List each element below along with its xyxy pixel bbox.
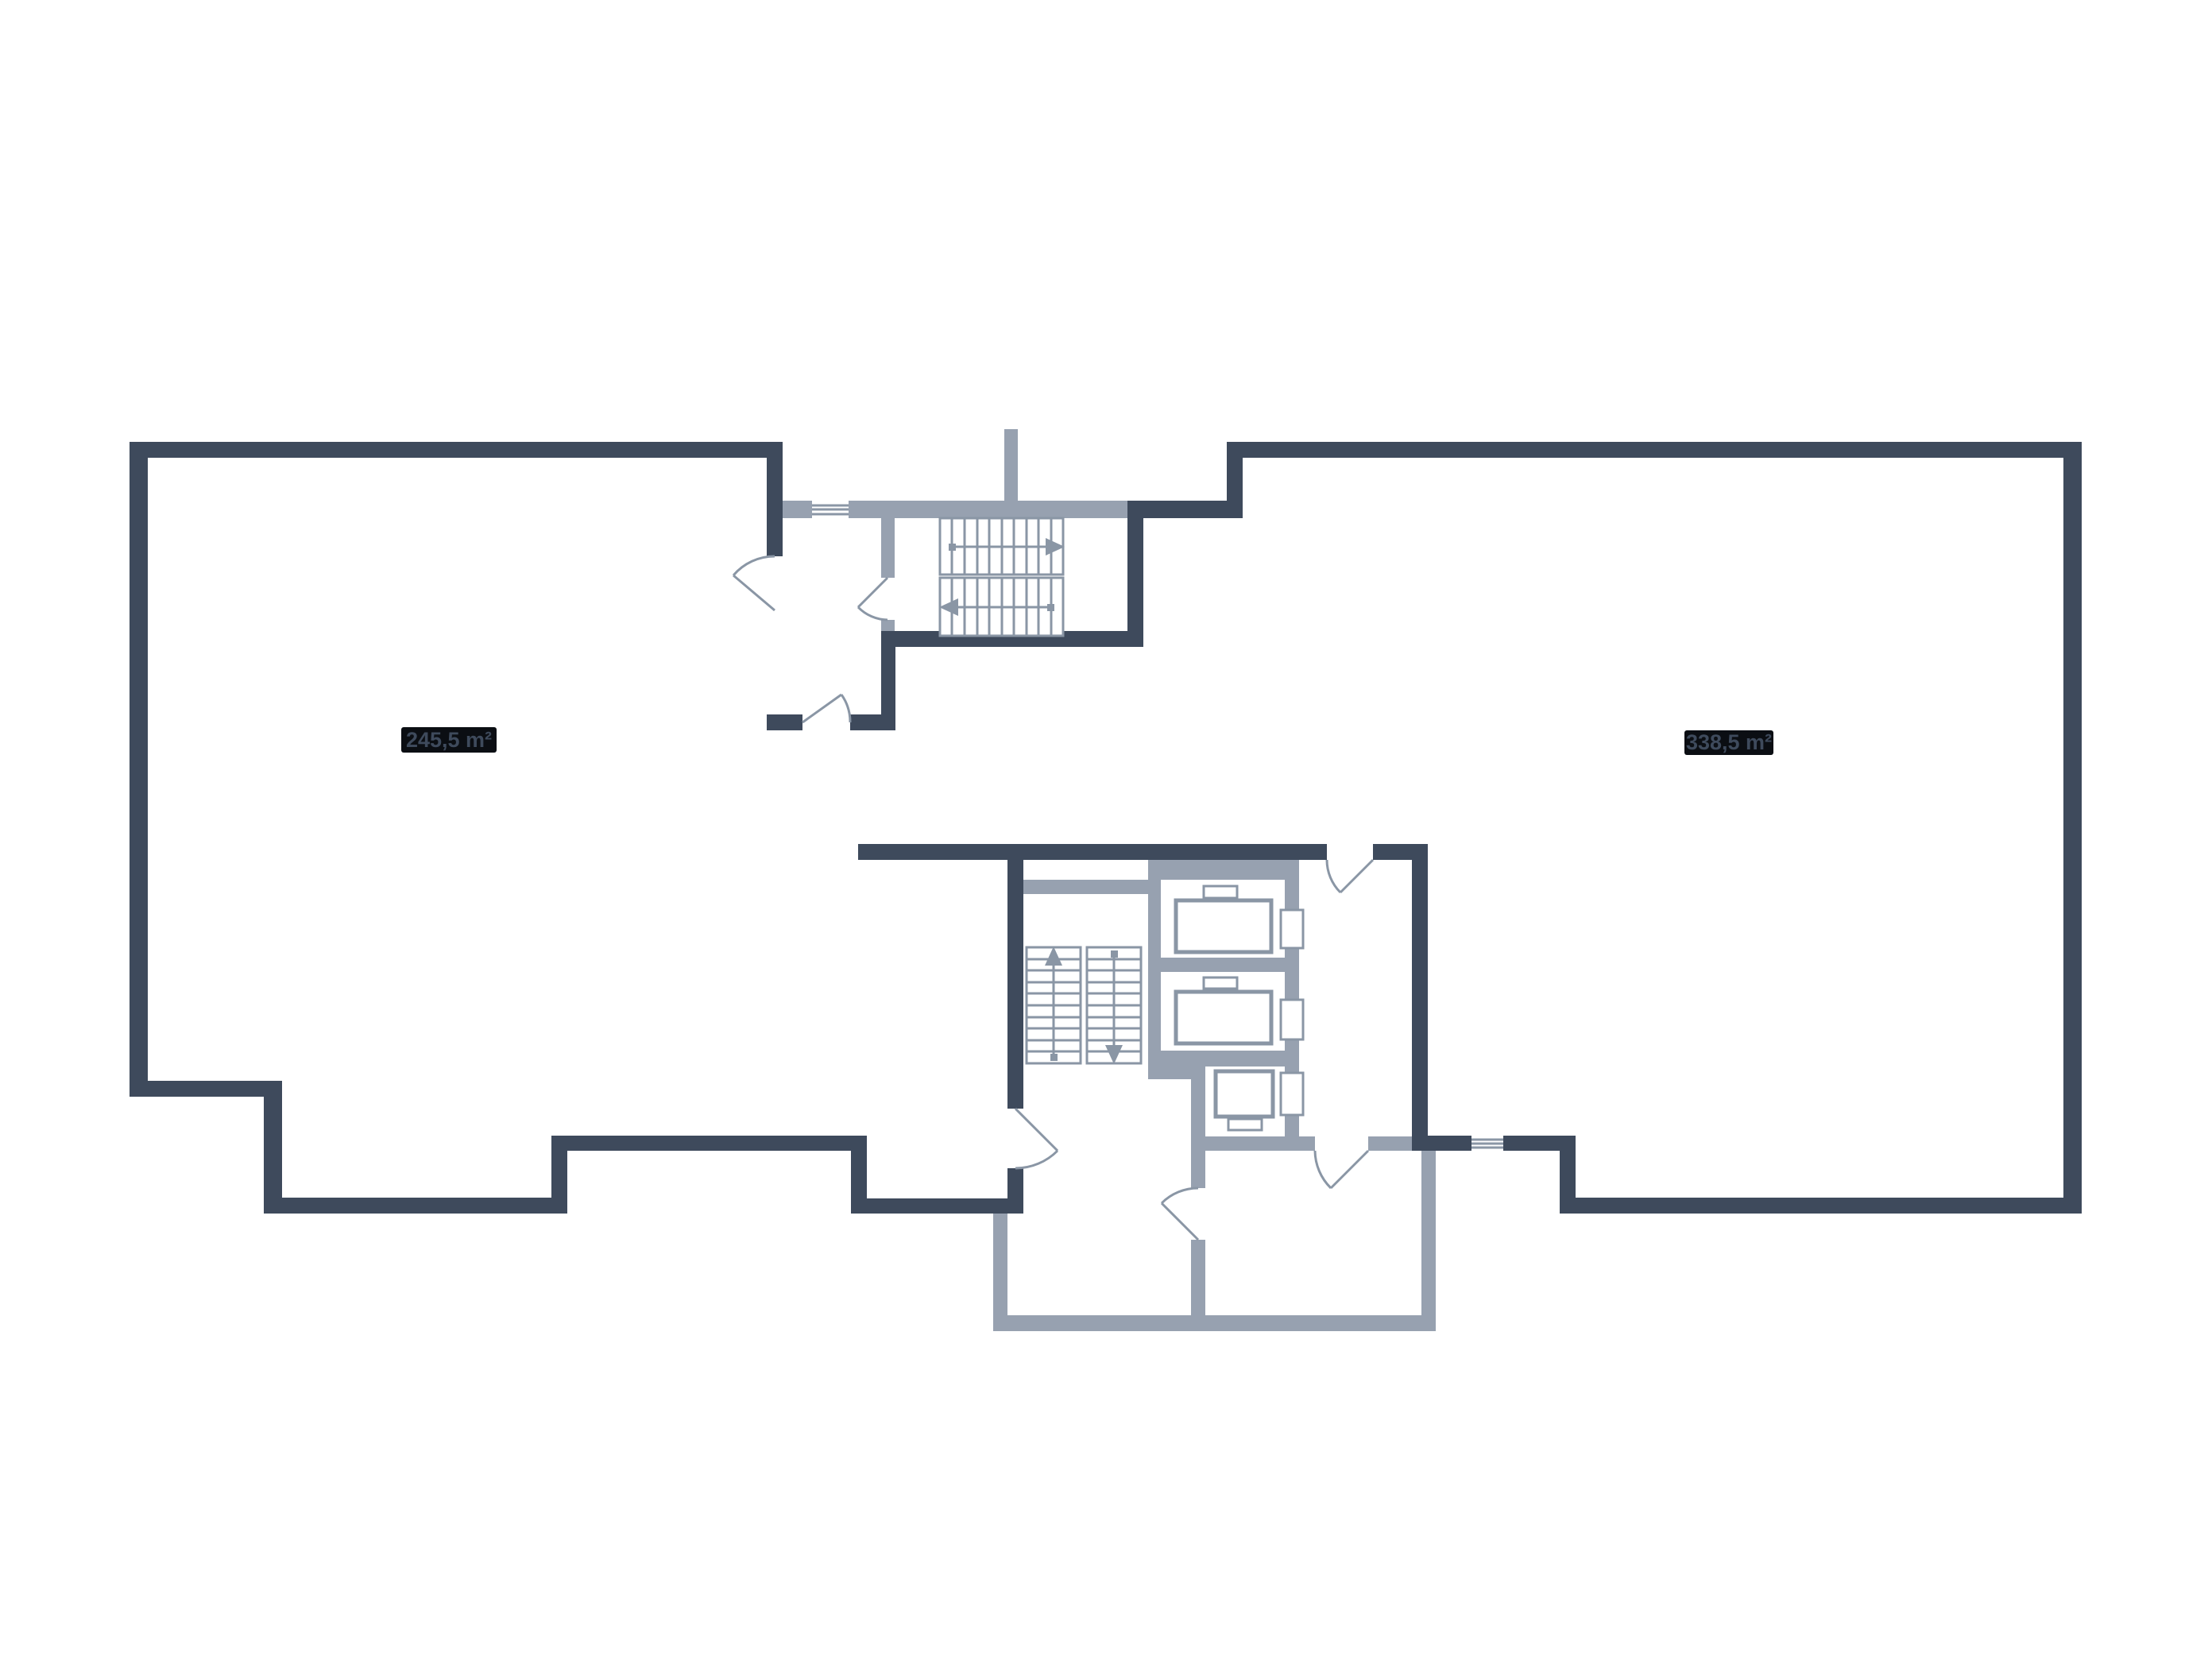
area-label-badge xyxy=(1684,730,1773,755)
elevator-car xyxy=(1174,898,1274,954)
elevator-door xyxy=(1279,1071,1305,1117)
elevator-door xyxy=(1279,908,1305,950)
elevator-car xyxy=(1213,1069,1275,1119)
elevator-counterweight xyxy=(1202,976,1239,990)
stair-start-dot xyxy=(1111,950,1118,958)
elevator-counterweight xyxy=(1202,885,1239,900)
arrow-up-icon xyxy=(1045,947,1062,966)
window-panes xyxy=(1471,1138,1503,1149)
area-label-left-room: 245,5 m² xyxy=(401,727,497,753)
door-swing-icon-stair-hall xyxy=(1014,1107,1059,1170)
area-label-right-room: 338,5 m² xyxy=(1684,730,1773,755)
window-panes xyxy=(812,504,849,516)
arrow-left-icon xyxy=(939,598,958,616)
stair-start-dot xyxy=(1050,1054,1058,1061)
window-icon-vestibule xyxy=(812,501,849,518)
door-swing-icon-vestibule-stair xyxy=(857,576,889,621)
area-label-text: 338,5 m² xyxy=(1686,730,1772,754)
door-swing-icon-hall-north xyxy=(1325,858,1375,894)
door-swing-icon-left-room xyxy=(732,555,775,612)
area-label-badge xyxy=(401,727,497,753)
wall-segment-gray xyxy=(783,429,1436,1331)
door-swing-icon-bottom-hall xyxy=(1160,1187,1200,1241)
arrow-right-icon xyxy=(1046,538,1065,556)
door-swing-icon-vestibule-south xyxy=(802,693,852,724)
staircase-upper xyxy=(938,517,1065,637)
elevator-2 xyxy=(1174,976,1305,1046)
elevator-counterweight xyxy=(1227,1117,1263,1132)
elevator-car xyxy=(1174,989,1274,1046)
arrow-down-icon xyxy=(1105,1045,1123,1064)
core-gray-walls xyxy=(783,429,1436,1331)
area-label-text: 245,5 m² xyxy=(406,728,492,752)
door-symbols xyxy=(732,555,1375,1241)
stair-start-dot xyxy=(949,544,956,551)
door-swing-icon-hall-south xyxy=(1313,1149,1370,1190)
stair-start-dot xyxy=(1047,604,1054,611)
elevator-bank xyxy=(1174,885,1305,1132)
window-icon-south xyxy=(1471,1136,1503,1151)
elevator-door xyxy=(1279,998,1305,1041)
staircase-lower xyxy=(1025,946,1143,1065)
elevator-3 xyxy=(1213,1069,1305,1132)
elevator-1 xyxy=(1174,885,1305,954)
